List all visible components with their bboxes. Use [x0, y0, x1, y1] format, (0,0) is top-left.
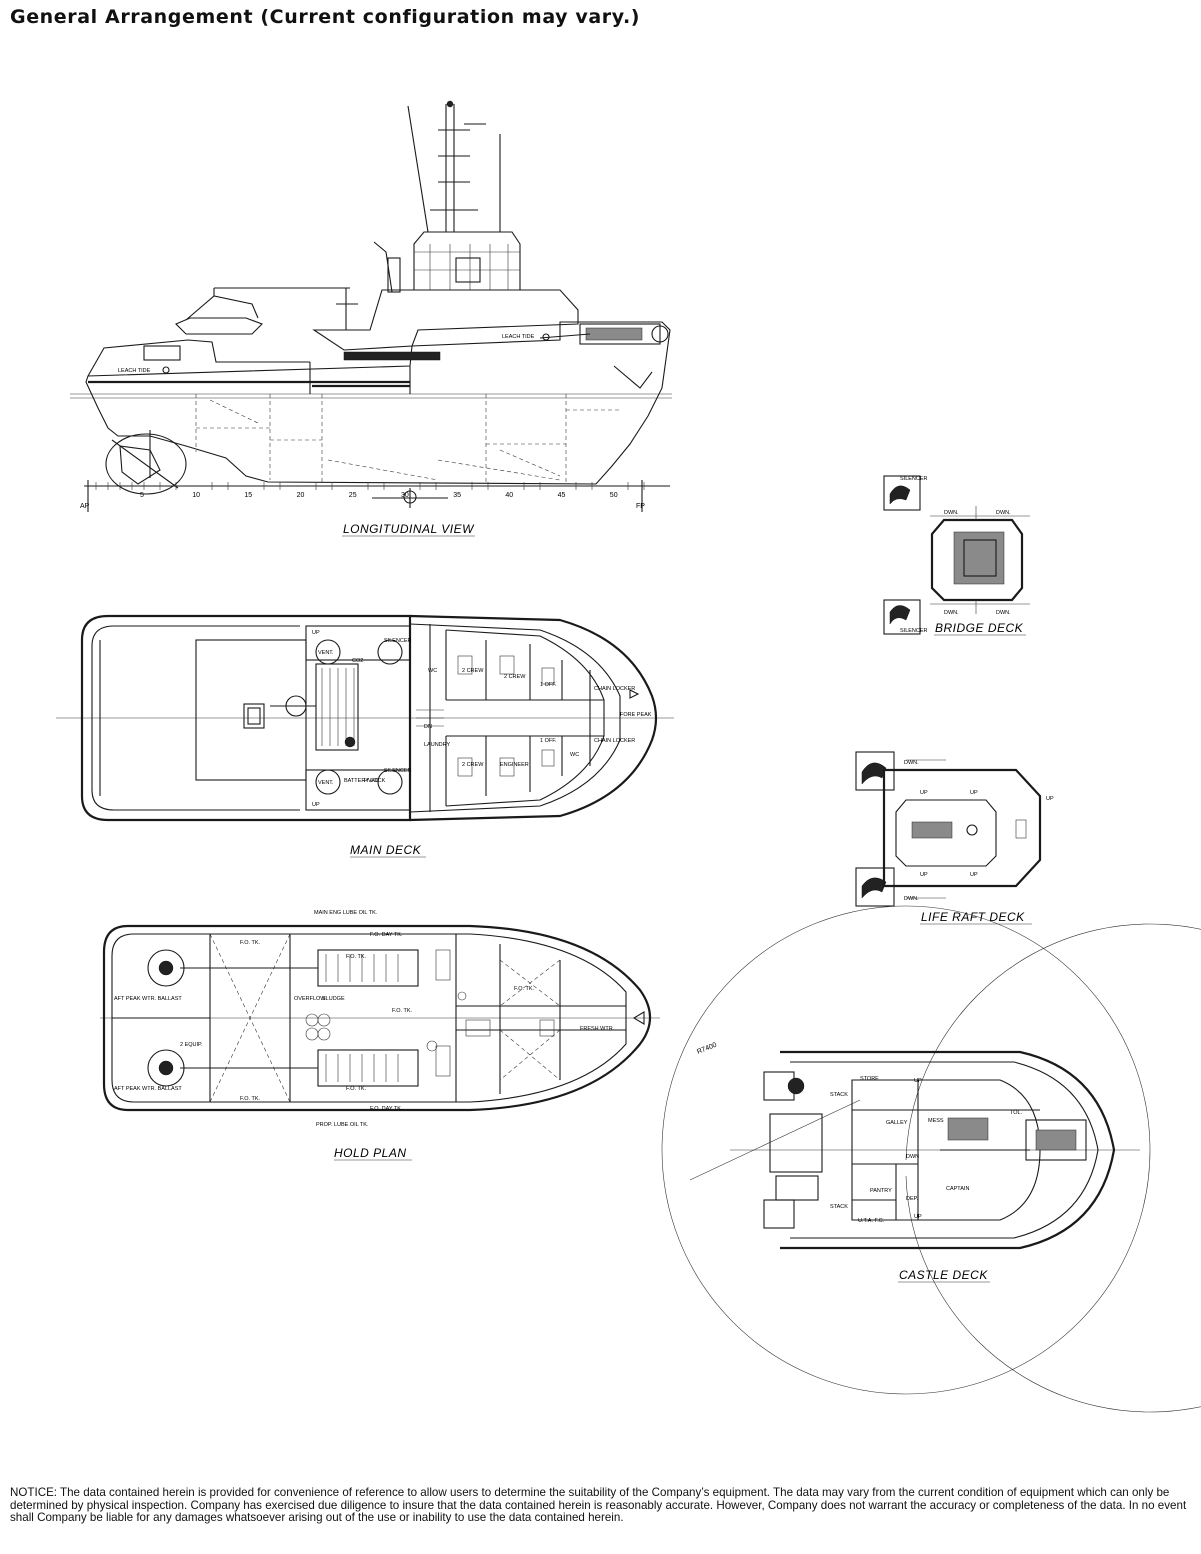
frame-number-20: 20	[297, 492, 305, 499]
hp-label-prop-lube: PROP. LUBE OIL TK.	[316, 1122, 369, 1128]
bd-label-dwn-4: DWN.	[996, 610, 1011, 616]
castle-radius-label: R7400	[696, 1042, 718, 1056]
cd-label-tol: TOL.	[1010, 1110, 1023, 1116]
md-label-co2: CO2	[352, 658, 363, 664]
cd-label-up-1: UP	[914, 1078, 922, 1084]
frame-number-50: 50	[610, 492, 618, 499]
md-label-2crew-3: 2 CREW	[462, 762, 484, 768]
md-label-2crew-1: 2 CREW	[462, 668, 484, 674]
longitudinal-view: LEACH TIDE	[70, 100, 672, 537]
lr-label-dwn-2: DWN.	[904, 896, 919, 902]
hold-plan-caption: HOLD PLAN	[334, 1146, 407, 1160]
md-label-1off-1: 1 OFF.	[540, 682, 557, 688]
frame-number-35: 35	[453, 492, 461, 499]
cd-label-pantry: PANTRY	[870, 1188, 892, 1194]
hp-label-aft-peak-2: AFT PEAK WTR. BALLAST	[114, 1086, 182, 1092]
md-label-vent-2: VENT.	[318, 780, 334, 786]
md-label-chain-1: CHAIN LOCKER	[594, 686, 635, 692]
md-label-1off-2: 1 OFF.	[540, 738, 557, 744]
md-label-wc-2: WC	[570, 752, 579, 758]
cd-label-dep: DEP.	[906, 1196, 919, 1202]
md-label-up-2: UP	[312, 802, 320, 808]
md-label-chain-2: CHAIN LOCKER	[594, 738, 635, 744]
cd-label-galley: GALLEY	[886, 1120, 908, 1126]
bd-label-dwn-1: DWN.	[944, 510, 959, 516]
md-label-silencer-1: SILENCER	[384, 638, 412, 644]
longitudinal-view-caption: LONGITUDINAL VIEW	[343, 522, 475, 536]
hp-label-fo-5: F.O. TK.	[240, 1096, 261, 1102]
hp-label-fo-6: F.O. TK.	[346, 1086, 367, 1092]
cd-label-stack-2: STACK	[830, 1204, 848, 1210]
md-label-engineer: ENGINEER	[500, 762, 529, 768]
md-label-2crew-2: 2 CREW	[504, 674, 526, 680]
hull-name-fwd: LEACH TIDE	[502, 334, 535, 340]
frame-number-30: 30	[401, 492, 409, 499]
cd-label-uta: U.T.A. F.C.	[858, 1218, 885, 1224]
cd-label-store: STORE	[860, 1076, 879, 1082]
bd-label-dwn-3: DWN.	[944, 610, 959, 616]
frame-labels: 5 10 15 20 25 30 35 40 45 50	[140, 492, 618, 499]
lr-label-up-4: UP	[970, 872, 978, 878]
hp-label-overflow: OVERFLOW	[294, 996, 326, 1002]
bd-label-silencer-2: SILENCER	[900, 628, 928, 634]
castle-deck-caption: CASTLE DECK	[899, 1268, 988, 1282]
fp-label: FP	[636, 503, 645, 510]
frame-number-25: 25	[349, 492, 357, 499]
castle-deck-view: R7400 STORE GALLEY MESS CAPTAIN PANTRY D…	[661, 905, 1201, 1413]
cd-label-up-2: UP	[914, 1214, 922, 1220]
lr-label-dwn-1: DWN.	[904, 760, 919, 766]
main-deck-view: VENT. CO2 SILENCER VENT. BATTERY LOCK HV…	[56, 614, 674, 858]
hp-label-aft-peak-1: AFT PEAK WTR. BALLAST	[114, 996, 182, 1002]
main-deck-caption: MAIN DECK	[350, 843, 422, 857]
page-title: General Arrangement (Current configurati…	[10, 6, 641, 28]
hp-label-fo-4: F.O. TK.	[392, 1008, 413, 1014]
life-raft-deck-caption: LIFE RAFT DECK	[921, 910, 1025, 924]
md-label-laundry: LAUNDRY	[424, 742, 451, 748]
cd-label-mess: MESS	[928, 1118, 944, 1124]
lr-label-up-2: UP	[1046, 796, 1054, 802]
md-label-silencer-2: SILENCER	[384, 768, 412, 774]
cd-label-stack-1: STACK	[830, 1092, 848, 1098]
md-label-dn: DN	[424, 724, 432, 730]
frame-number-40: 40	[505, 492, 513, 499]
md-label-hvac: HVAC	[364, 778, 379, 784]
bd-label-silencer-1: SILENCER	[900, 476, 928, 482]
hp-label-fresh-wtr: FRESH WTR.	[580, 1026, 615, 1032]
hp-label-2equip: 2 EQUIP.	[180, 1042, 203, 1048]
frame-number-5: 5	[140, 492, 144, 499]
md-label-fore-peak: FORE PEAK	[620, 712, 652, 718]
hold-plan-view: MAIN ENG LUBE OIL TK. F.O. TK. F.O. DAY …	[100, 910, 660, 1161]
hp-label-fo-day-1: F.O. DAY TK.	[370, 932, 403, 938]
md-label-battery: BATTERY LOCK	[344, 778, 386, 784]
hp-label-fo-2: F.O. TK.	[346, 954, 367, 960]
hp-label-main-lube: MAIN ENG LUBE OIL TK.	[314, 910, 378, 916]
notice-disclaimer: NOTICE: The data contained herein is pro…	[10, 1486, 1187, 1525]
life-raft-deck-view: DWN. DWN. UP UP UP UP UP LIFE RAFT DECK	[855, 751, 1054, 925]
bridge-deck-caption: BRIDGE DECK	[935, 621, 1024, 635]
hp-label-fo-day-2: F.O. DAY TK.	[370, 1106, 403, 1112]
lr-label-up-5: UP	[920, 790, 928, 796]
frame-number-10: 10	[192, 492, 200, 499]
hull-name-aft: LEACH TIDE	[118, 368, 151, 374]
cd-label-dwn: DWN	[906, 1154, 919, 1160]
md-label-up-1: UP	[312, 630, 320, 636]
lr-label-up-1: UP	[970, 790, 978, 796]
md-label-wc-1: WC	[428, 668, 437, 674]
ap-label: AP	[80, 503, 90, 510]
hp-label-fo-3: F.O. TK.	[514, 986, 535, 992]
md-label-vent-1: VENT.	[318, 650, 334, 656]
frame-number-45: 45	[558, 492, 566, 499]
hp-label-sludge: SLUDGE	[322, 996, 345, 1002]
cd-label-captain: CAPTAIN	[946, 1186, 969, 1192]
bd-label-dwn-2: DWN.	[996, 510, 1011, 516]
lr-label-up-3: UP	[920, 872, 928, 878]
hp-label-fo-1: F.O. TK.	[240, 940, 261, 946]
frame-number-15: 15	[244, 492, 252, 499]
bridge-deck-view: SILENCER SILENCER DWN. DWN. DWN. DWN. BR…	[883, 475, 1030, 636]
